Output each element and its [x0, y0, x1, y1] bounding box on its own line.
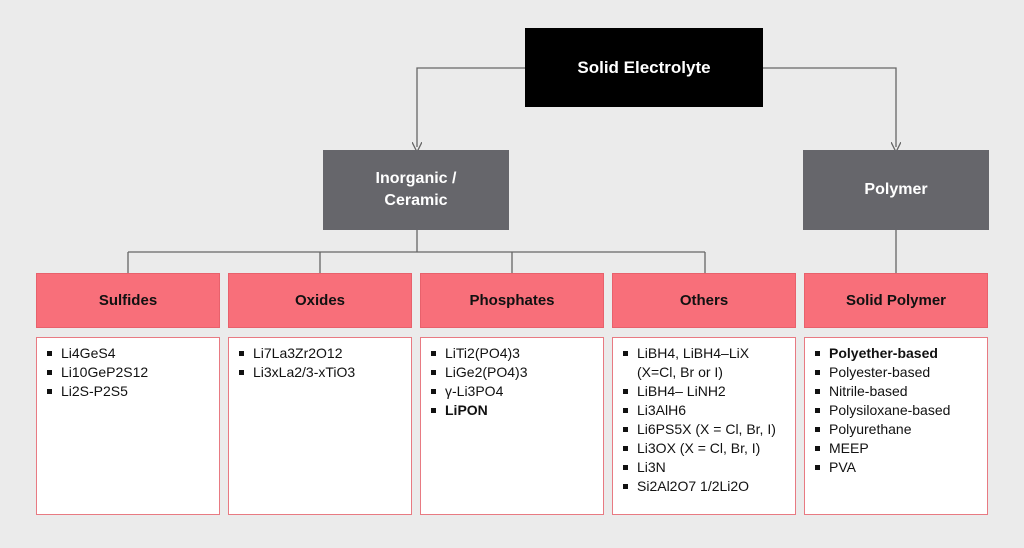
list-item: Li3N	[621, 458, 787, 477]
category-header-phosphates: Phosphates	[420, 273, 604, 328]
list-item: LiPON	[429, 401, 595, 420]
category-header-others: Others	[612, 273, 796, 328]
list-item: Li3OX (X = Cl, Br, I)	[621, 439, 787, 458]
list-item: LiGe2(PO4)3	[429, 363, 595, 382]
list-item: Li3AlH6	[621, 401, 787, 420]
root-node: Solid Electrolyte	[525, 28, 763, 107]
list-item: MEEP	[813, 439, 979, 458]
list-item: Li10GeP2S12	[45, 363, 211, 382]
list-item: LiBH4, LiBH4–LiX	[621, 344, 787, 363]
category-label: Solid Polymer	[845, 291, 947, 309]
list-item: Li3xLa2/3-xTiO3	[237, 363, 403, 382]
root-label: Solid Electrolyte	[577, 57, 711, 77]
category-header-oxides: Oxides	[228, 273, 412, 328]
arrow-root-to-inorganic	[417, 67, 525, 147]
list-item: LiBH4– LiNH2	[621, 382, 787, 401]
category-header-sulfides: Sulfides	[36, 273, 220, 328]
list-item: Li4GeS4	[45, 344, 211, 363]
category-label: Oxides	[294, 291, 346, 309]
list-item: Polyester-based	[813, 363, 979, 382]
branch-polymer-label: Polymer	[864, 181, 928, 198]
list-item: γ-Li3PO4	[429, 382, 595, 401]
category-label: Phosphates	[469, 291, 555, 309]
list-item: Polyurethane	[813, 420, 979, 439]
list-item: (X=Cl, Br or I)	[637, 364, 723, 380]
branch-polymer: Polymer	[803, 150, 989, 230]
arrow-root-to-polymer	[763, 67, 896, 147]
list-item: PVA	[813, 458, 979, 477]
list-item: Polysiloxane-based	[813, 401, 979, 420]
category-header-solid-polymer: Solid Polymer	[804, 273, 988, 328]
list-others: LiBH4, LiBH4–LiX(X=Cl, Br or I) LiBH4– Li…	[612, 337, 796, 515]
category-label: Sulfides	[98, 291, 158, 309]
list-item: Si2Al2O7 1/2Li2O	[621, 477, 787, 496]
branch-inorganic-line1: Inorganic /	[375, 170, 457, 187]
list-item: Polyether-based	[813, 344, 979, 363]
list-item: Li6PS5X (X = Cl, Br, I)	[621, 420, 787, 439]
list-item: Li2S-P2S5	[45, 382, 211, 401]
branch-inorganic: Inorganic / Ceramic	[323, 150, 509, 230]
category-label: Others	[679, 291, 729, 309]
branch-inorganic-line2: Ceramic	[384, 192, 448, 209]
list-item: Li7La3Zr2O12	[237, 344, 403, 363]
list-item: Nitrile-based	[813, 382, 979, 401]
list-item: LiTi2(PO4)3	[429, 344, 595, 363]
